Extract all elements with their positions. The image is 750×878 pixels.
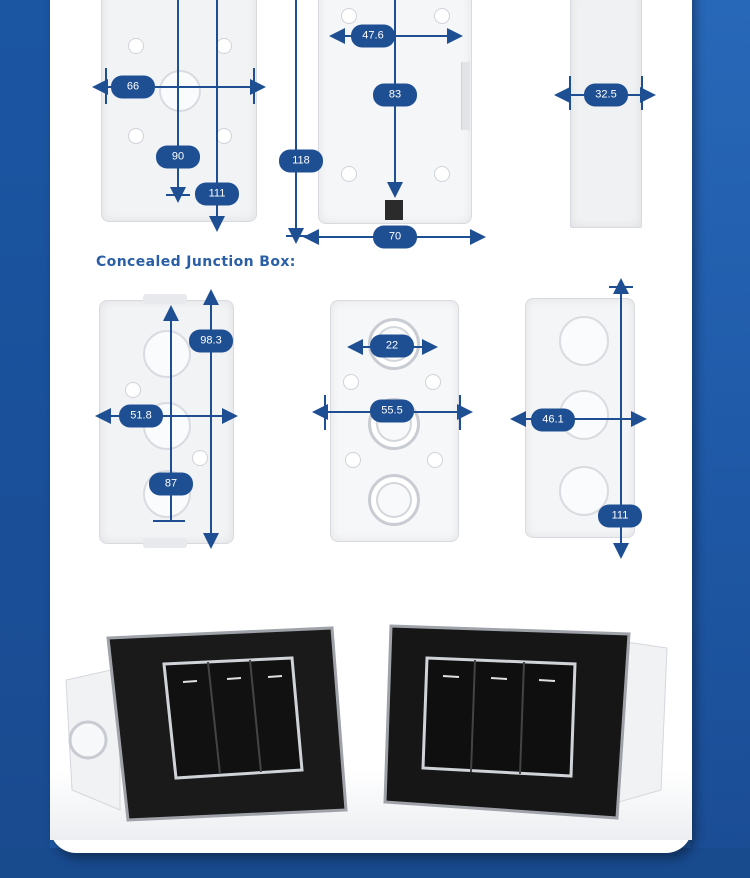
- concealed-box-knockout: [143, 330, 191, 378]
- background-right: [690, 0, 750, 878]
- surface-box-screw-hole: [128, 38, 144, 54]
- concealed-box-hole: [192, 450, 208, 466]
- surface-box-back-tab: [385, 200, 403, 220]
- dim-label: 47.6: [351, 24, 395, 48]
- dim-label: 70: [373, 225, 417, 249]
- dim-label: 46.1: [531, 408, 575, 432]
- concealed-box-ear-top: [143, 294, 187, 304]
- dim-label: 118: [279, 149, 323, 173]
- section-title: Concealed Junction Box:: [96, 254, 296, 270]
- dim-label: 55.5: [370, 399, 414, 423]
- surface-box-back-hole: [434, 8, 450, 24]
- dim-label: 111: [195, 182, 239, 206]
- concealed-back-knockout: [368, 474, 420, 526]
- dim-label: 90: [156, 145, 200, 169]
- dim-label: 66: [111, 75, 155, 99]
- surface-box-back: [318, 0, 472, 224]
- switch-product-left: [65, 626, 348, 822]
- dim-label: 32.5: [584, 83, 628, 107]
- concealed-back-hole: [345, 452, 361, 468]
- background-left: [0, 0, 50, 878]
- dim-label: 22: [370, 334, 414, 358]
- surface-box-side: [570, 0, 642, 228]
- dim-label: 83: [373, 83, 417, 107]
- dim-label: 111: [598, 504, 642, 528]
- concealed-back-hole: [425, 374, 441, 390]
- concealed-back-hole: [427, 452, 443, 468]
- dim-label: 98.3: [189, 329, 233, 353]
- concealed-side-knockout: [559, 316, 609, 366]
- surface-box-knockout: [159, 70, 201, 112]
- surface-box-back-hole: [341, 166, 357, 182]
- dim-label: 51.8: [119, 404, 163, 428]
- surface-box-screw-hole: [216, 38, 232, 54]
- surface-box-back-rail: [461, 62, 470, 130]
- surface-box-back-hole: [434, 166, 450, 182]
- switch-product-right: [383, 624, 668, 820]
- background-bottom: [0, 848, 750, 878]
- concealed-box-hole: [125, 382, 141, 398]
- surface-box-screw-hole: [128, 128, 144, 144]
- surface-box-screw-hole: [216, 128, 232, 144]
- dim-label: 87: [149, 472, 193, 496]
- surface-box-back-hole: [341, 8, 357, 24]
- concealed-back-hole: [343, 374, 359, 390]
- concealed-box-ear-bottom: [143, 538, 187, 548]
